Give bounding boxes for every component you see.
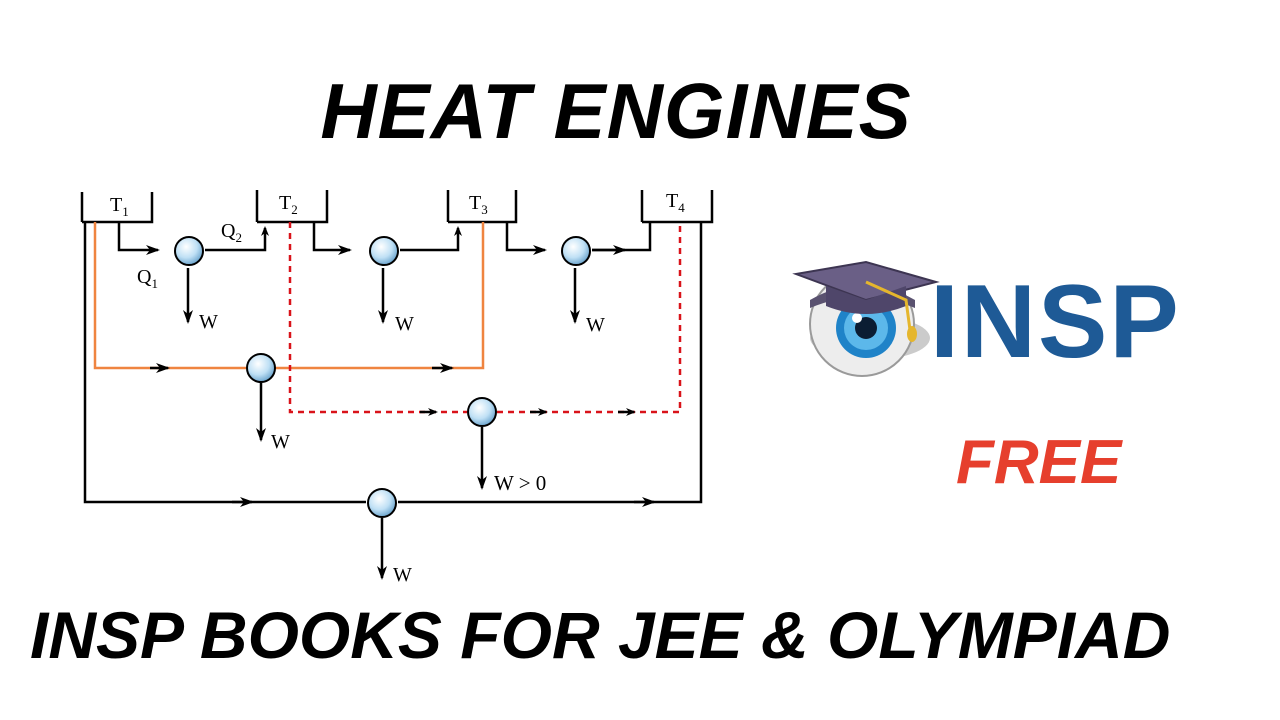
work-label-positive: W > 0 — [494, 471, 546, 495]
reservoir-t1 — [80, 192, 154, 224]
insp-eye-logo-icon — [792, 260, 940, 377]
work-label-orange: W — [271, 431, 290, 453]
work-label-1: W — [199, 311, 218, 333]
free-badge: FREE — [956, 428, 1122, 497]
insp-logo-text: INSP — [930, 264, 1181, 380]
red-dotted-engine-path — [288, 222, 682, 414]
reservoir-t3 — [446, 190, 518, 224]
heat-in-label: Q1 — [137, 266, 158, 291]
engine-outer — [367, 488, 397, 518]
reservoir-label-t1: T1 — [110, 194, 129, 219]
outer-engine-path — [83, 222, 703, 580]
work-label-outer: W — [393, 564, 412, 586]
orange-path-arrows — [150, 363, 454, 442]
reservoir-t4 — [640, 190, 714, 224]
engine-3 — [561, 236, 591, 266]
reservoir-label-t3: T3 — [469, 192, 488, 217]
page-title: HEAT ENGINES — [320, 67, 912, 155]
engine-1 — [174, 236, 204, 266]
engine-2 — [369, 236, 399, 266]
footer-tagline: INSP BOOKS FOR JEE & OLYMPIAD — [30, 598, 1171, 672]
work-label-2: W — [395, 313, 414, 335]
engine-orange — [246, 353, 276, 383]
orange-engine-path — [93, 222, 485, 370]
top-engine-chain — [117, 222, 652, 324]
reservoir-t2 — [255, 190, 329, 224]
red-path-arrows — [420, 408, 636, 490]
reservoir-label-t2: T2 — [279, 192, 298, 217]
heat-out-label: Q2 — [221, 220, 242, 245]
reservoir-label-t4: T4 — [666, 190, 685, 215]
engine-red — [467, 397, 497, 427]
work-label-3: W — [586, 314, 605, 336]
